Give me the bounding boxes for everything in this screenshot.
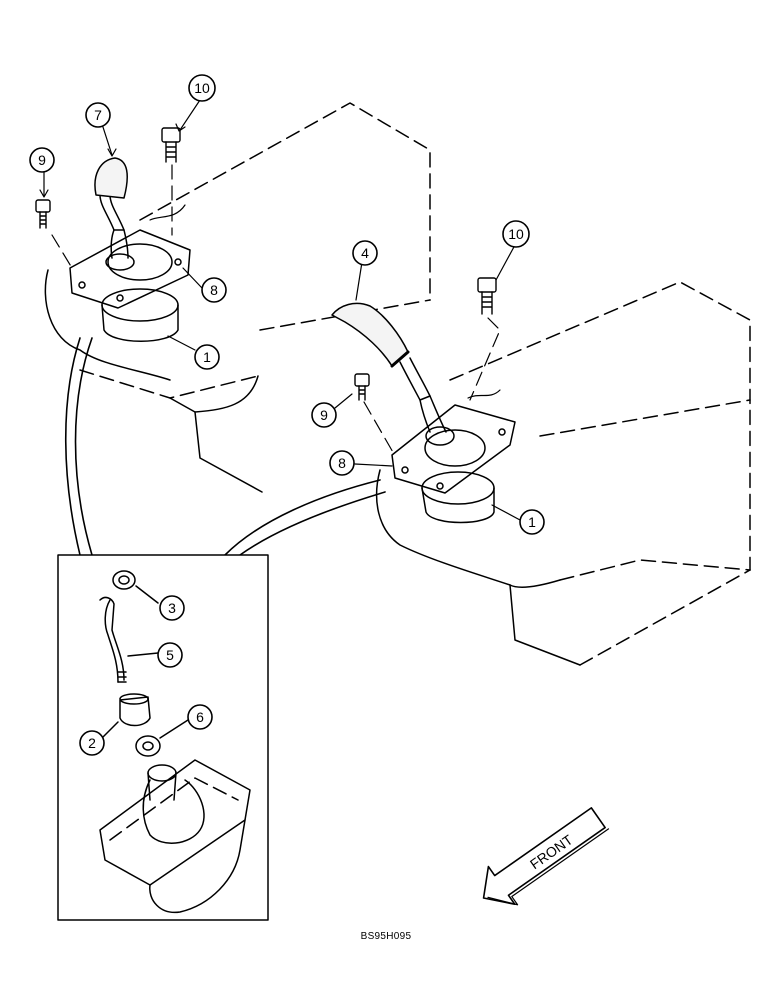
svg-text:1: 1 — [203, 349, 211, 365]
svg-text:8: 8 — [338, 455, 346, 471]
svg-text:6: 6 — [196, 709, 204, 725]
left-console-outline — [44, 102, 431, 493]
callout-8-left: 8 — [201, 277, 227, 303]
callout-4: 4 — [352, 240, 378, 266]
svg-text:7: 7 — [94, 107, 102, 123]
svg-text:8: 8 — [210, 282, 218, 298]
callout-5: 5 — [157, 642, 183, 668]
svg-text:1: 1 — [528, 514, 536, 530]
svg-text:3: 3 — [168, 600, 176, 616]
right-lever-assembly — [331, 302, 516, 524]
svg-text:10: 10 — [194, 80, 210, 96]
svg-text:10: 10 — [508, 226, 524, 242]
callout-6: 6 — [187, 704, 213, 730]
left-lever-assembly — [69, 157, 191, 342]
right-console-outline — [375, 281, 751, 666]
svg-text:9: 9 — [38, 152, 46, 168]
callout-1-left: 1 — [194, 344, 220, 370]
callout-8-right: 8 — [329, 450, 355, 476]
svg-text:5: 5 — [166, 647, 174, 663]
callout-2: 2 — [79, 730, 105, 756]
callout-1-right: 1 — [519, 509, 545, 535]
bolt-9-left — [35, 199, 51, 229]
bolt-10-right — [477, 277, 497, 315]
bolt-9-right — [354, 373, 370, 401]
svg-text:4: 4 — [361, 245, 369, 261]
svg-text:9: 9 — [320, 407, 328, 423]
front-arrow: FRONT — [482, 807, 610, 906]
reference-code: BS95H095 — [360, 931, 412, 942]
svg-text:2: 2 — [88, 735, 96, 751]
callout-9-right: 9 — [311, 402, 337, 428]
leader-lines — [39, 99, 521, 556]
callout-9-left: 9 — [29, 147, 55, 173]
callout-10-right: 10 — [502, 220, 530, 248]
callout-3: 3 — [159, 595, 185, 621]
callout-7: 7 — [85, 102, 111, 128]
bolt-10-left — [161, 127, 181, 163]
callout-10-left: 10 — [188, 74, 216, 102]
